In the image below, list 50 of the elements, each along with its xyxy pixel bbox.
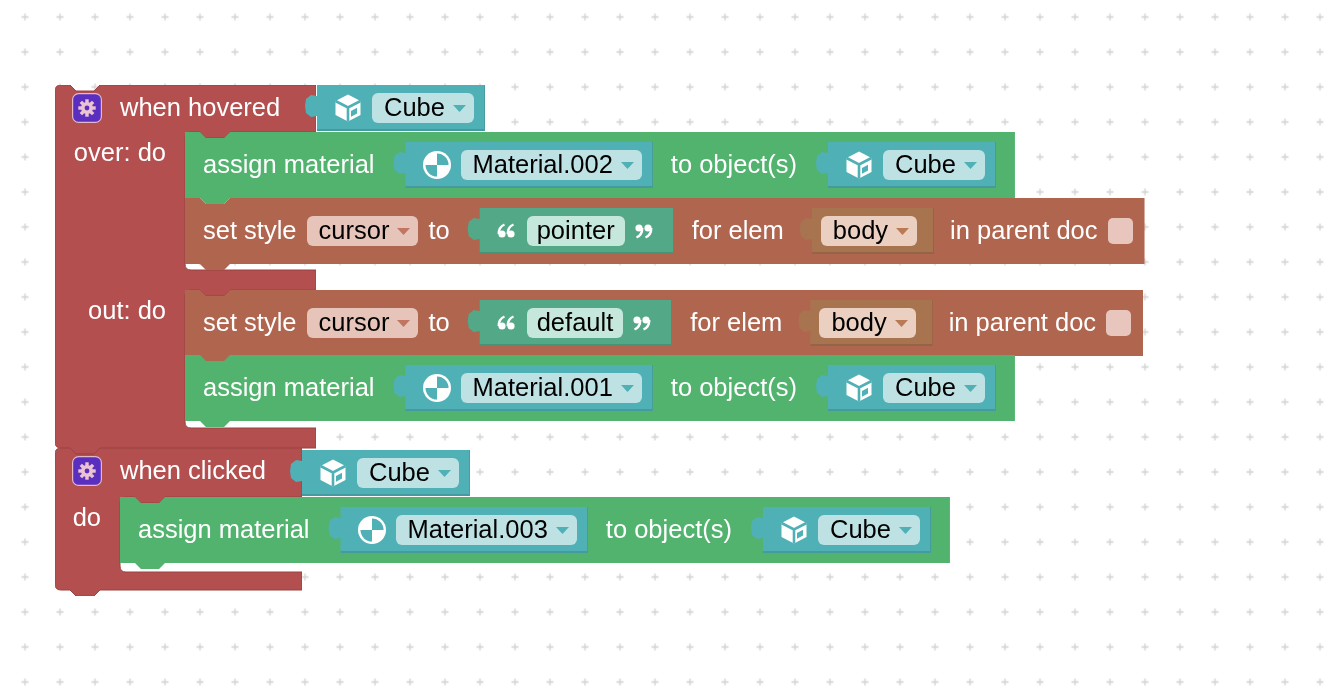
block-label: when hovered [120,92,281,123]
block-label: to [428,218,450,244]
text-value-block [465,300,673,346]
material-dropdown: Material.002 [460,150,642,180]
object-dropdown: Cube [817,515,920,545]
block-label: out: do [88,295,166,326]
block-label: in parent doc [948,310,1097,336]
statement-block [120,497,950,569]
block-label: to object(s) [670,375,797,401]
element-value-block [796,300,933,346]
object-value-block [748,507,931,553]
block-label: for elem [691,218,784,244]
element-dropdown: body [819,308,916,338]
block-label: in parent doc [950,218,1098,244]
element-value-block [797,208,935,254]
object-dropdown: Cube [882,150,985,180]
statement-block [185,355,1015,427]
block-label: assign material [203,152,375,178]
block-label: assign material [203,375,375,401]
block-label: over: do [73,137,166,168]
statement-block [185,198,1145,270]
statement-block [185,290,1144,362]
block-label: set style [203,218,297,244]
material-dropdown: Material.003 [395,515,577,545]
style-dropdown: cursor [306,216,419,246]
block-label: when clicked [120,455,266,486]
object-dropdown: Cube [882,373,985,403]
material-dropdown: Material.001 [460,373,642,403]
object-value-block [303,85,485,131]
statement-block [185,132,1015,204]
text-value-block [465,208,674,254]
material-value-block [391,142,653,188]
block-label: for elem [690,310,783,336]
material-value-block [326,507,588,553]
object-dropdown: Cube [372,93,474,123]
style-dropdown: cursor [306,308,419,338]
text-input-field: default [526,308,624,338]
block-label: set style [203,310,297,336]
material-value-block [391,365,653,411]
block-label: do [72,502,101,533]
object-value-block [813,365,996,411]
block-label: to object(s) [605,517,732,543]
object-dropdown: Cube [357,458,459,488]
object-value-block [288,450,470,496]
object-value-block [813,142,996,188]
block-label: to [428,310,450,336]
text-input-field: pointer [526,216,625,246]
block-label: to object(s) [670,152,797,178]
block-label: assign material [138,517,310,543]
element-dropdown: body [820,216,918,246]
